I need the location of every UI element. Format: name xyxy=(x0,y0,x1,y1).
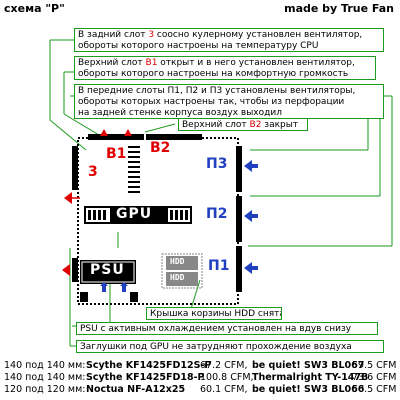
label-p2: П2 xyxy=(206,206,228,222)
arrow-up-b1b xyxy=(124,129,132,136)
leader-hdd xyxy=(189,279,201,313)
arrow-psu-out xyxy=(62,264,70,276)
hdd-2 xyxy=(166,272,198,286)
label-hdd-1: HDD xyxy=(170,257,185,266)
label-p1: П1 xyxy=(208,258,230,274)
arrow-out-rear xyxy=(64,192,72,204)
label-hdd-2: HDD xyxy=(170,273,185,282)
hdd-1 xyxy=(166,256,198,270)
note-psu: PSU с активным охлаждением установлен на… xyxy=(76,322,378,335)
arrow-in-p2 xyxy=(244,210,252,222)
top-slot-b1 xyxy=(88,134,144,140)
label-b2: B2 xyxy=(150,140,171,156)
spec-row: 120 под 120 мм: Noctua NF-A12x25 60.1 CF… xyxy=(4,384,397,395)
credit-text: made by True Fan xyxy=(284,2,394,15)
label-gpu: GPU xyxy=(116,206,153,222)
note-rear-fan: В задний слот 3 соосно кулерному установ… xyxy=(74,28,384,52)
gpu-block xyxy=(84,206,192,224)
spec-table: 140 под 140 мм: Scythe KF1425FD12S-P 67.… xyxy=(4,360,398,396)
label-b1: B1 xyxy=(106,146,127,162)
note-front-fans: В передние слоты П1, П2 и П3 установлены… xyxy=(74,84,384,119)
arrow-in-p1 xyxy=(244,262,252,274)
rear-slot-3 xyxy=(72,146,78,190)
arrow-in-p3 xyxy=(244,160,252,172)
front-slot-p3 xyxy=(236,146,242,192)
note-top-fan: Верхний слот В1 открыт и в него установл… xyxy=(74,56,376,80)
label-p3: П3 xyxy=(206,156,228,172)
arrow-up-b1a xyxy=(100,129,108,136)
spec-row: 140 под 140 мм: Scythe KF1425FD18-P 100.… xyxy=(4,372,397,383)
psu-slot xyxy=(72,258,78,282)
note-hdd-cover: Крышка корзины HDD снята xyxy=(146,307,282,320)
front-slot-p1 xyxy=(236,246,242,292)
label-psu: PSU xyxy=(90,262,125,278)
note-gpu-plugs: Заглушки под GPU не затрудняют прохожден… xyxy=(76,340,384,353)
label-rear-3: 3 xyxy=(88,164,98,180)
note-top-slot-closed: Верхний слот В2 закрыт xyxy=(178,118,308,131)
psu-block xyxy=(80,260,136,284)
scheme-title: схема "P" xyxy=(4,2,65,15)
spec-row: 140 под 140 мм: Scythe KF1425FD12S-P 67.… xyxy=(4,360,397,371)
leader-top2 xyxy=(144,123,176,133)
front-slot-p2 xyxy=(236,196,242,242)
top-slot-b2 xyxy=(146,134,202,140)
